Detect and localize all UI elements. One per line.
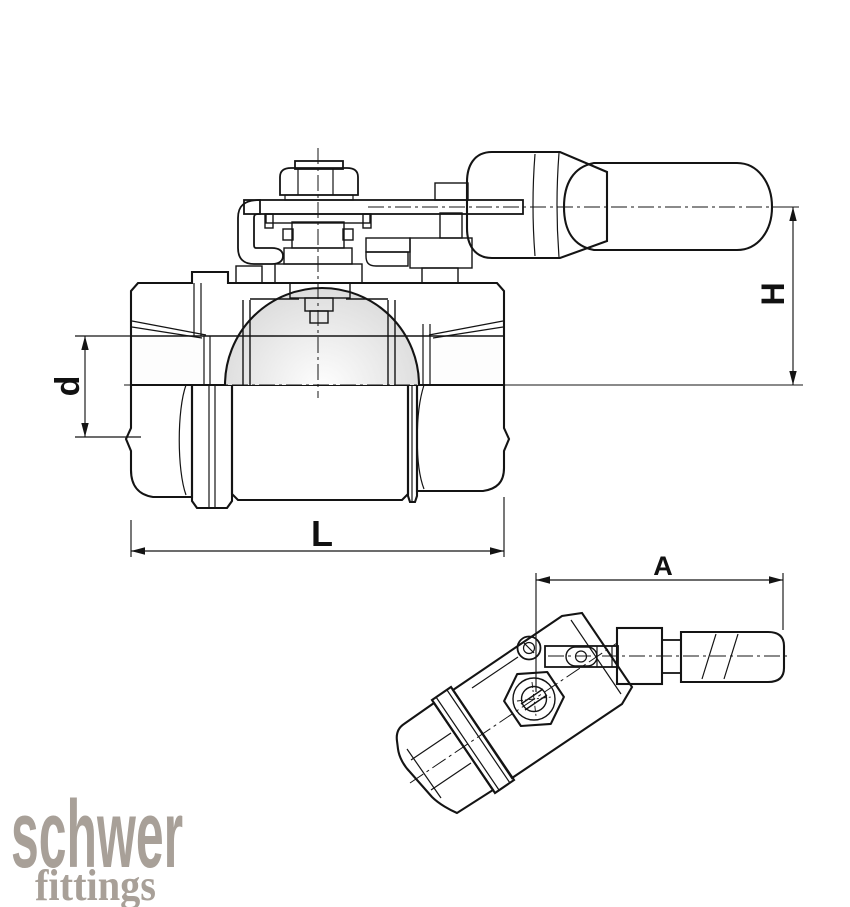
angled-grip-tube — [679, 630, 786, 684]
gland-ear-right — [342, 228, 354, 241]
dimension-l: L — [130, 497, 505, 557]
stem-cap — [294, 160, 344, 170]
housing-ring-lines — [532, 152, 560, 258]
dimension-h: H — [755, 207, 797, 385]
angled-hex-cap — [395, 701, 495, 815]
d-extension-lines — [75, 335, 141, 438]
spring-housing — [465, 150, 609, 260]
stem-ring — [512, 677, 556, 721]
lever-stop-tab — [434, 182, 469, 201]
gland-right-foot — [365, 251, 409, 267]
bracket-body — [409, 237, 473, 269]
stop-pin — [522, 641, 536, 655]
right-thread-bore — [433, 336, 503, 384]
left-hex-cap — [124, 383, 194, 499]
angled-stem-hex — [503, 670, 565, 728]
bracket-post — [439, 212, 463, 239]
thread-joint-lines — [193, 283, 431, 385]
main-view: d H L — [49, 148, 803, 557]
d-arrow-bottom — [81, 423, 89, 437]
a-extension-lines — [535, 573, 784, 692]
left-collar-ring — [190, 383, 234, 510]
nut-facet-lines — [297, 169, 334, 195]
valve-body-upper — [129, 270, 506, 387]
l-label: L — [311, 513, 333, 554]
left-hex-facet-line — [178, 384, 187, 496]
right-hex-facet-line — [416, 384, 425, 490]
dimension-d: d — [49, 335, 141, 438]
lever-and-nut — [237, 160, 524, 265]
h-label: H — [755, 282, 791, 305]
ball-arc — [223, 286, 421, 386]
thread-chamfer-lines — [131, 320, 504, 339]
d-arrow-top — [81, 336, 89, 350]
right-hex-cap — [415, 383, 511, 493]
stem-tang-tip — [309, 310, 329, 324]
angled-axis-centerline — [409, 642, 618, 784]
a-arrow-left — [536, 576, 550, 584]
valve-body-lower — [124, 383, 511, 510]
a-arrow-right — [769, 576, 783, 584]
dimension-a: A — [535, 551, 784, 692]
gland-ear-left — [282, 228, 294, 241]
body-section-outline — [129, 270, 506, 387]
left-thread-bore — [133, 336, 204, 384]
stop-pin-slot — [523, 642, 535, 654]
logo: schwer fittings — [11, 781, 183, 907]
l-arrow-right — [490, 547, 504, 555]
angled-collar — [430, 685, 516, 795]
stem-top — [520, 685, 548, 713]
angled-view: A — [395, 551, 791, 815]
left-pad-block — [235, 265, 263, 284]
spring-handle-grip — [465, 150, 774, 260]
centerlines — [124, 148, 803, 398]
stem-hex-nut — [279, 167, 359, 196]
center-body-tube — [230, 383, 410, 502]
seat-carrier-lines — [242, 298, 396, 385]
bracket-pedestal — [421, 267, 459, 284]
left-collar-lines — [208, 385, 216, 507]
angled-hex-lines — [406, 732, 472, 799]
h-arrow-bottom — [789, 371, 797, 385]
angled-body — [451, 611, 634, 780]
stem-gland — [264, 213, 411, 284]
h-arrow-top — [789, 207, 797, 221]
stop-pin-boss — [516, 635, 542, 661]
grip-tube — [562, 161, 774, 252]
l-arrow-left — [131, 547, 145, 555]
a-label: A — [653, 551, 673, 581]
gland-right-arm — [365, 237, 411, 253]
logo-tagline-text: fittings — [35, 861, 156, 907]
d-label: d — [49, 376, 87, 397]
logo-brand-text: schwer — [11, 781, 183, 888]
stop-bracket — [235, 212, 473, 284]
stem-centermarks — [516, 681, 552, 717]
lever-bent-end — [237, 199, 284, 265]
